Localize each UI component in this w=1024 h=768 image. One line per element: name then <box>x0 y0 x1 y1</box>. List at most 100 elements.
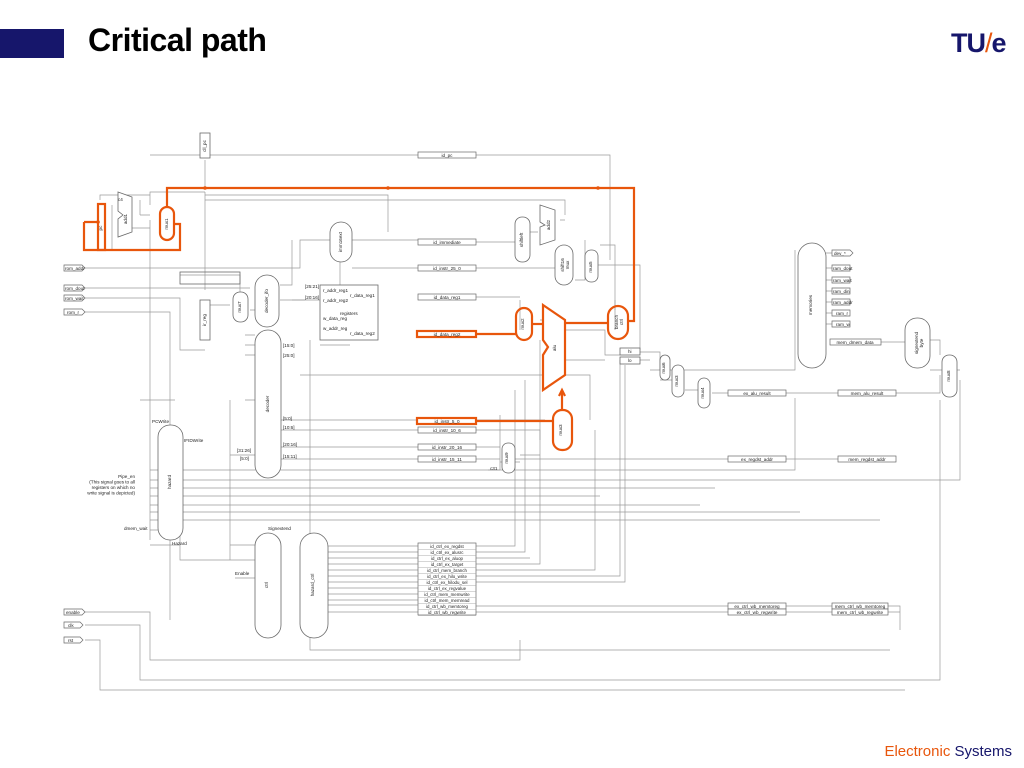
footer-electronic: Electronic <box>884 743 951 760</box>
label-mux7: mux7 <box>237 301 242 313</box>
ctrl-register-id-ctrl-mem-memread: id_ctrl_mem_memread <box>425 598 470 603</box>
ctrl-register-id-ctrl-ex-hilo-write: id_ctrl_ex_hilo_write <box>427 574 467 579</box>
bitfield-20-16: [20:16] <box>305 295 319 300</box>
label-aluctl: mux3 <box>558 424 563 436</box>
logo-tu: TU <box>951 28 986 58</box>
ir-reg-box <box>199 299 211 341</box>
mux9-block <box>501 442 516 474</box>
cp-aluctl-arrow <box>558 387 566 397</box>
label-hi: hi <box>628 349 632 354</box>
ctrl-register-id-ctrl-ex-regvalue: id_ctrl_ex_regvalue <box>428 586 467 591</box>
port-ram-din: ram_din <box>833 289 850 294</box>
ctrl-register-id-ctrl-wb-memtoreg: id_ctrl_wb_memtoreg <box>426 604 469 609</box>
ctrl-register-id-ctrl-ex-hilodu-sel: id_ctrl_ex_hilodu_sel <box>426 580 467 585</box>
label-cll-pc: cll_pc <box>202 139 207 151</box>
ctrl-register-id-ctrl-ex-regdst: id_ctrl_ex_regdst <box>430 544 464 549</box>
tue-logo: TU/e <box>951 28 1007 59</box>
port-rst: rst <box>68 638 74 643</box>
label-hazard-signal: Hazard <box>172 541 187 546</box>
preg-id-instr-10-6: id_instr_10_6 <box>433 428 461 433</box>
bitfield-5-0: [5:0] <box>283 416 292 421</box>
critical-path <box>82 186 636 452</box>
preg-id-instr-20-16: id_instr_20_16 <box>432 445 463 450</box>
label-pcwrite: PCWrite <box>152 419 169 424</box>
imm16ext-block <box>329 221 353 263</box>
label-shiftleft: shiftleft <box>519 232 524 247</box>
bitfield-25-21: [25:21] <box>305 284 319 289</box>
diagram-labels: c4 add1 mux1 pc cll_pc mux7 ir_reg decod… <box>65 139 951 643</box>
ctrl-register-id-ctrl-mem-branch: id_ctrl_mem_branch <box>427 568 467 573</box>
preg-mem-alu-result: mem_alu_result <box>851 391 884 396</box>
port-rom-r: rom_r <box>67 310 79 315</box>
preg-id-pc: id_pc <box>442 153 454 158</box>
preg-id-immediate: id_immediate <box>433 240 461 245</box>
ctrl-block <box>254 532 282 639</box>
label-registers: registers <box>340 311 358 316</box>
bitfield-10-6: [10:6] <box>283 425 295 430</box>
label-r-addr-reg1: r_addr_reg1 <box>323 288 348 293</box>
mux4-block <box>697 377 711 409</box>
label-decoder: decoder <box>265 395 270 412</box>
add2-adder <box>539 204 556 246</box>
mux7-block <box>232 291 249 323</box>
cp-feedback-loop <box>82 220 182 252</box>
label-r-addr-reg2: r_addr_reg2 <box>323 298 348 303</box>
ctrl-register-id-ctrl-ex-target: id_ctrl_ex_target <box>431 562 464 567</box>
label-ctrl: ctrl <box>264 582 269 588</box>
bitfield-5-0b: [5:0] <box>240 456 249 461</box>
label-signextend: Signextend <box>268 526 291 531</box>
label-branch-ctrl: branchctrl <box>614 315 624 329</box>
label-mux6: mux6 <box>661 362 666 374</box>
pipeline-register-boxes <box>63 151 897 644</box>
preg-mem-regdst-addr: mem_regdst_addr <box>848 457 886 462</box>
port-rom-wait: rom_wait <box>65 296 84 301</box>
label-decoder-ifo: decoder_ifo <box>264 289 269 313</box>
label-mux5: mux5 <box>588 261 593 273</box>
port-rom-dout: rom_dout <box>65 286 85 291</box>
port-ram-r: ram_r <box>836 311 848 316</box>
register-file <box>319 284 379 341</box>
pc-register <box>199 132 211 159</box>
footer-systems: Systems <box>954 743 1012 760</box>
label-enable-signal: Enable <box>235 571 250 576</box>
ctrl-register-id-ctrl-wb-regwrite: id_ctrl_wb_regwrite <box>428 610 466 615</box>
preg-mem-ctrl-wb-memtoreg: mem_ctrl_wb_memtoreg <box>835 604 886 609</box>
label-mux9: mux9 <box>504 452 509 464</box>
port-rom-addr: rom_addr <box>65 266 85 271</box>
label-c31: c31 <box>490 466 498 471</box>
decoder-ifo-block <box>254 274 280 328</box>
port-enable: enable <box>66 610 80 615</box>
preg-id-instr-5-0: id_instr_5_0 <box>434 419 459 424</box>
bitfield-15-11: [15:11] <box>283 454 297 459</box>
logo-e: e <box>991 28 1007 58</box>
blocks <box>117 132 958 639</box>
label-w-addr-reg: w_addr_reg <box>323 326 348 331</box>
bitfield-25-0: [25:0] <box>283 353 295 358</box>
preg-ex-ctrl-wb-regwrite: ex_ctrl_wb_regwrite <box>737 610 778 615</box>
bitfield-20-16b: [20:16] <box>283 442 297 447</box>
label-shift16-mux: shift16mux <box>560 258 570 272</box>
mux6-block <box>659 354 671 381</box>
port-ram-addr: ram_addr <box>833 300 853 305</box>
label-mux2: mux2 <box>520 318 525 330</box>
preg-mem-ctrl-wb-regwrite: mem_ctrl_wb_regwrite <box>837 610 884 615</box>
preg-ex-regdst-addr: ex_regdst_addr <box>741 457 773 462</box>
hi-register <box>619 347 641 356</box>
add1-adder <box>117 191 133 238</box>
ctrl-register-id-ctrl-mem-memwrite: id_ctrl_mem_memwrite <box>424 592 470 597</box>
title-accent-bar <box>0 29 64 58</box>
label-r-data-reg1: r_data_reg1 <box>350 293 375 298</box>
logo-slash: / <box>985 28 992 58</box>
slide-title: Critical path <box>88 22 267 58</box>
label-lo: lo <box>628 358 632 363</box>
preg-ex-alu-result: ex_alu_result <box>743 391 771 396</box>
signextend-byte-block <box>904 317 931 369</box>
preg-id-data-reg2: id_data_reg2 <box>434 332 461 337</box>
hazard-ctrl-block <box>299 532 329 639</box>
cp-mux1-out <box>165 186 636 323</box>
mux3-block <box>671 364 685 398</box>
preg-ex-ctrl-wb-memtoreg: ex_ctrl_wb_memtoreg <box>734 604 780 609</box>
junctions <box>96 186 600 224</box>
label-mux3: mux3 <box>674 375 679 387</box>
